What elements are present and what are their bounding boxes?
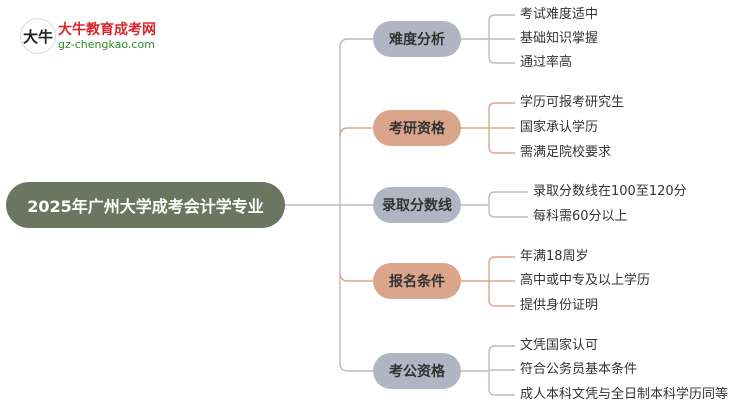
leaf-registration-2: 高中或中专及以上学历 — [520, 273, 651, 288]
branch-registration: 报名条件 — [373, 263, 461, 299]
branch-connector — [339, 362, 373, 372]
leaf-connector — [488, 191, 528, 199]
leaf-registration-3: 提供身份证明 — [520, 298, 599, 313]
branch-connector — [339, 272, 373, 282]
leaf-connector — [488, 256, 515, 264]
leaf-connector — [488, 102, 515, 110]
leaf-connector — [488, 388, 515, 396]
branch-civil-service: 考公资格 — [373, 353, 461, 389]
site-logo[interactable]: 大牛 大牛教育成考网 gz-chengkao.com — [14, 14, 164, 56]
leaf-connector — [488, 146, 515, 154]
leaf-registration-1: 年满18周岁 — [520, 249, 589, 264]
leaf-civil-service-3: 成人本科文凭与全日制本科学历同等 — [520, 387, 729, 402]
leaf-grad-exam-3: 需满足院校要求 — [520, 145, 612, 160]
logo-name: 大牛教育成考网 — [58, 22, 156, 38]
logo-url: gz-chengkao.com — [58, 38, 155, 51]
leaf-difficulty-1: 考试难度适中 — [520, 7, 599, 22]
leaf-grad-exam-2: 国家承认学历 — [520, 120, 599, 135]
branch-grad-exam: 考研资格 — [373, 110, 461, 146]
leaf-civil-service-1: 文凭国家认可 — [520, 338, 599, 353]
leaf-connector — [488, 210, 528, 218]
leaf-connector — [488, 299, 515, 307]
leaf-connector — [488, 345, 515, 353]
branch-difficulty: 难度分析 — [373, 21, 461, 57]
leaf-cutoff-1: 录取分数线在100至120分 — [533, 184, 687, 199]
leaf-civil-service-2: 符合公务员基本条件 — [520, 362, 638, 377]
leaf-difficulty-2: 基础知识掌握 — [520, 31, 599, 46]
leaf-difficulty-3: 通过率高 — [520, 55, 573, 70]
leaf-grad-exam-1: 学历可报考研究生 — [520, 95, 625, 110]
branch-connector — [339, 127, 373, 137]
branch-connector — [339, 38, 373, 48]
branch-cutoff: 录取分数线 — [373, 187, 461, 223]
leaf-connector — [488, 56, 515, 64]
root-topic: 2025年广州大学成考会计学专业 — [6, 182, 285, 228]
leaf-cutoff-2: 每科需60分以上 — [533, 209, 628, 224]
leaf-connector — [488, 14, 515, 22]
logo-mark: 大牛 — [20, 18, 56, 54]
